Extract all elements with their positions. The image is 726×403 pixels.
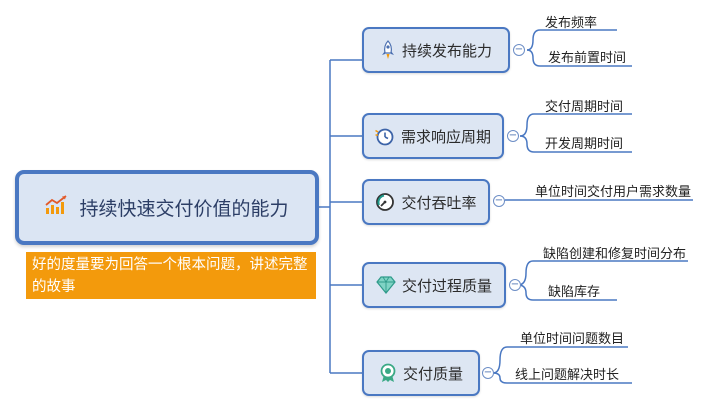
collapse-toggle-0[interactable]: −	[513, 44, 525, 56]
link-leaf-1-0	[519, 113, 632, 137]
award-icon	[379, 363, 397, 383]
collapse-toggle-3[interactable]: −	[509, 279, 521, 291]
collapse-toggle-2[interactable]: −	[493, 195, 505, 207]
branch-label-0: 持续发布能力	[401, 41, 492, 60]
root-node[interactable]: 持续快速交付价值的能力	[15, 170, 319, 245]
rocket-icon	[380, 40, 396, 60]
link-leaf-1-1	[519, 135, 632, 153]
branch-label-2: 交付吞吐率	[401, 193, 477, 212]
leaf-node-4-0[interactable]: 单位时间问题数目	[520, 332, 625, 347]
branch-node-4[interactable]: 交付质量	[362, 350, 480, 396]
leaf-node-2-0[interactable]: 单位时间交付用户需求数量	[535, 185, 692, 200]
leaf-node-0-0[interactable]: 发布频率	[545, 16, 598, 31]
stopwatch-icon	[375, 126, 395, 146]
link-leaf-0-0	[526, 29, 617, 51]
leaf-node-3-0[interactable]: 缺陷创建和修复时间分布	[543, 247, 687, 262]
link-leaf-3-0	[517, 260, 688, 286]
diamond-icon	[376, 276, 396, 294]
leaf-node-1-0[interactable]: 交付周期时间	[545, 100, 624, 115]
leaf-node-1-1[interactable]: 开发周期时间	[545, 137, 624, 152]
branch-node-2[interactable]: 交付吞吐率	[362, 179, 490, 225]
link-leaf-4-0	[492, 346, 628, 374]
branch-node-3[interactable]: 交付过程质量	[362, 262, 506, 308]
leaf-node-3-1[interactable]: 缺陷库存	[548, 285, 601, 300]
root-label: 持续快速交付价值的能力	[79, 198, 289, 220]
link-leaf-3-1	[517, 284, 617, 301]
trend-chart-icon	[45, 195, 69, 220]
branch-label-4: 交付质量	[402, 364, 463, 383]
collapse-toggle-1[interactable]: −	[507, 130, 519, 142]
branch-label-1: 需求响应周期	[400, 127, 491, 146]
leaf-node-4-1[interactable]: 线上问题解决时长	[515, 368, 620, 383]
collapse-toggle-4[interactable]: −	[482, 367, 494, 379]
gauge-icon	[375, 192, 395, 212]
branch-label-3: 交付过程质量	[401, 276, 492, 295]
branch-node-0[interactable]: 持续发布能力	[362, 27, 510, 73]
branch-node-1[interactable]: 需求响应周期	[362, 113, 504, 159]
link-leaf-4-1	[492, 372, 632, 384]
link-leaf-0-1	[526, 49, 632, 67]
leaf-node-0-1[interactable]: 发布前置时间	[548, 51, 627, 66]
note-box: 好的度量要为回答一个根本问题，讲述完整的故事	[26, 252, 316, 299]
